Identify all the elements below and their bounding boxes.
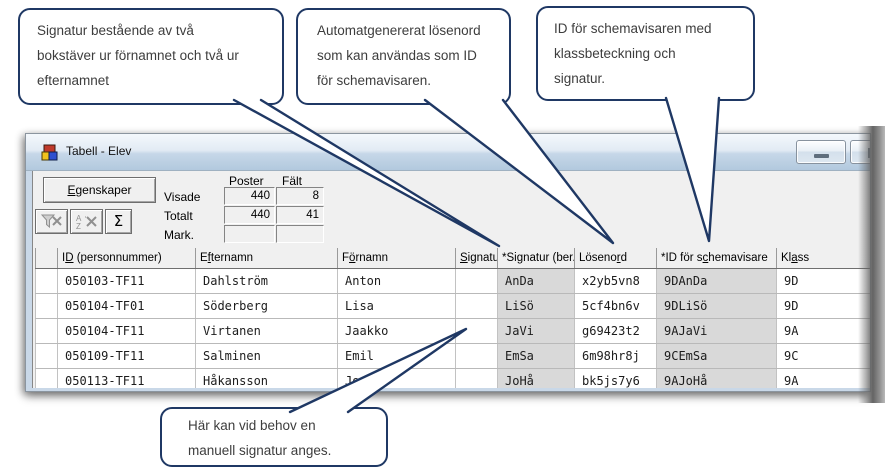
filter-remove-icon	[40, 214, 62, 229]
remove-sort-button[interactable]: A Z	[70, 209, 103, 234]
svg-text:A: A	[76, 214, 82, 223]
cell-klass[interactable]: 9A	[776, 318, 870, 344]
cell-id[interactable]: 050109-TF11	[57, 343, 196, 369]
cell-signatur[interactable]	[455, 368, 498, 388]
cell-efternamn[interactable]: Håkansson	[195, 368, 338, 388]
visade-poster-value: 440	[224, 187, 275, 205]
column-header-id-schema[interactable]: *ID för schemavisare	[656, 248, 777, 269]
cell-id-schema[interactable]: 9AJaVi	[656, 318, 777, 344]
sigma-icon: Σ	[113, 212, 124, 230]
visade-falt-value: 8	[276, 187, 324, 205]
cell-losenord[interactable]: bk5js7y6	[574, 368, 657, 388]
totalt-label: Totalt	[164, 209, 193, 223]
falt-column-header: Fält	[282, 174, 303, 188]
mark-poster-value	[224, 225, 275, 243]
column-header-signatur-ber[interactable]: *Signatur (ber.)	[497, 248, 575, 269]
egenskaper-label-post: genskaper	[75, 183, 132, 197]
app-icon	[41, 144, 58, 161]
row-selector[interactable]	[35, 293, 58, 319]
cell-losenord[interactable]: g69423t2	[574, 318, 657, 344]
row-selector[interactable]	[35, 343, 58, 369]
cell-id[interactable]: 050113-TF11	[57, 368, 196, 388]
remove-filter-button[interactable]	[35, 209, 68, 234]
cell-id[interactable]: 050104-TF01	[57, 293, 196, 319]
cell-losenord[interactable]: x2yb5vn8	[574, 268, 657, 294]
column-header-selector	[35, 248, 58, 269]
totalt-falt-value: 41	[276, 206, 324, 224]
cell-fornamn[interactable]: Lisa	[337, 293, 456, 319]
cell-fornamn[interactable]: Emil	[337, 343, 456, 369]
cell-id-schema[interactable]: 9DAnDa	[656, 268, 777, 294]
mark-falt-value	[276, 225, 324, 243]
cell-signatur-ber[interactable]: LiSö	[497, 293, 575, 319]
cell-klass[interactable]: 9D	[776, 268, 870, 294]
minimize-icon	[814, 154, 829, 158]
header-row: ID (personnummer) Efternamn Förnamn Sign…	[35, 248, 870, 269]
column-header-id[interactable]: ID (personnummer)	[57, 248, 196, 269]
visade-label: Visade	[164, 190, 201, 204]
callout-manual: Här kan vid behov en manuell signatur an…	[160, 407, 388, 467]
mark-label: Mark.	[164, 228, 194, 242]
callout-signature: Signatur bestående av två bokstäver ur f…	[18, 8, 284, 105]
table-elev-window: Tabell - Elev Egenskaper A Z Σ Vis	[25, 133, 871, 392]
cell-efternamn[interactable]: Dahlström	[195, 268, 338, 294]
cell-signatur-ber[interactable]: AnDa	[497, 268, 575, 294]
cell-signatur[interactable]	[455, 293, 498, 319]
cell-efternamn[interactable]: Salminen	[195, 343, 338, 369]
cell-klass[interactable]: 9A	[776, 368, 870, 388]
cell-signatur[interactable]	[455, 343, 498, 369]
svg-text:Z: Z	[76, 222, 81, 230]
cell-efternamn[interactable]: Virtanen	[195, 318, 338, 344]
egenskaper-label-accel: E	[67, 183, 76, 197]
callout-schema-id: ID för schemavisaren med klassbeteckning…	[536, 6, 755, 101]
column-header-losenord[interactable]: Lösenord	[574, 248, 657, 269]
cell-klass[interactable]: 9D	[776, 293, 870, 319]
sort-remove-icon: A Z	[76, 213, 97, 231]
row-selector[interactable]	[35, 268, 58, 294]
table-row: 050113-TF11 Håkansson Jonas JoHå bk5js7y…	[35, 368, 870, 388]
row-selector[interactable]	[35, 368, 58, 388]
column-header-signatur[interactable]: Signatur	[455, 248, 498, 269]
cell-fornamn[interactable]: Anton	[337, 268, 456, 294]
row-selector[interactable]	[35, 318, 58, 344]
table-row: 050104-TF01 Söderberg Lisa LiSö 5cf4bn6v…	[35, 293, 870, 319]
window-titlebar[interactable]: Tabell - Elev	[26, 134, 870, 171]
cell-losenord[interactable]: 6m98hr8j	[574, 343, 657, 369]
cell-signatur-ber[interactable]: JoHå	[497, 368, 575, 388]
cell-signatur-ber[interactable]: EmSa	[497, 343, 575, 369]
table-row: 050109-TF11 Salminen Emil EmSa 6m98hr8j …	[35, 343, 870, 369]
cell-losenord[interactable]: 5cf4bn6v	[574, 293, 657, 319]
column-header-fornamn[interactable]: Förnamn	[337, 248, 456, 269]
poster-column-header: Poster	[229, 174, 264, 188]
cell-efternamn[interactable]: Söderberg	[195, 293, 338, 319]
cell-signatur[interactable]	[455, 318, 498, 344]
cell-id[interactable]: 050104-TF11	[57, 318, 196, 344]
cell-signatur-ber[interactable]: JaVi	[497, 318, 575, 344]
callout-password: Automatgenererat lösenord som kan använd…	[296, 8, 511, 105]
minimize-button[interactable]	[796, 140, 846, 164]
column-header-klass[interactable]: Klass	[776, 248, 870, 269]
egenskaper-button[interactable]: Egenskaper	[43, 177, 156, 203]
window-title: Tabell - Elev	[66, 144, 132, 158]
table-row: 050104-TF11 Virtanen Jaakko JaVi g69423t…	[35, 318, 870, 344]
cell-id-schema[interactable]: 9AJoHå	[656, 368, 777, 388]
window-client-area: Egenskaper A Z Σ Visade Totalt Mark. Pos…	[32, 171, 870, 388]
sum-button[interactable]: Σ	[105, 209, 132, 234]
cell-id-schema[interactable]: 9CEmSa	[656, 343, 777, 369]
totalt-poster-value: 440	[224, 206, 275, 224]
cell-id[interactable]: 050103-TF11	[57, 268, 196, 294]
student-table: ID (personnummer) Efternamn Förnamn Sign…	[35, 248, 870, 388]
screenshot-crop-shadow	[858, 126, 885, 403]
cell-signatur[interactable]	[455, 268, 498, 294]
cell-fornamn[interactable]: Jaakko	[337, 318, 456, 344]
table-row: 050103-TF11 Dahlström Anton AnDa x2yb5vn…	[35, 268, 870, 294]
cell-fornamn[interactable]: Jonas	[337, 368, 456, 388]
column-header-efternamn[interactable]: Efternamn	[195, 248, 338, 269]
cell-id-schema[interactable]: 9DLiSö	[656, 293, 777, 319]
cell-klass[interactable]: 9C	[776, 343, 870, 369]
